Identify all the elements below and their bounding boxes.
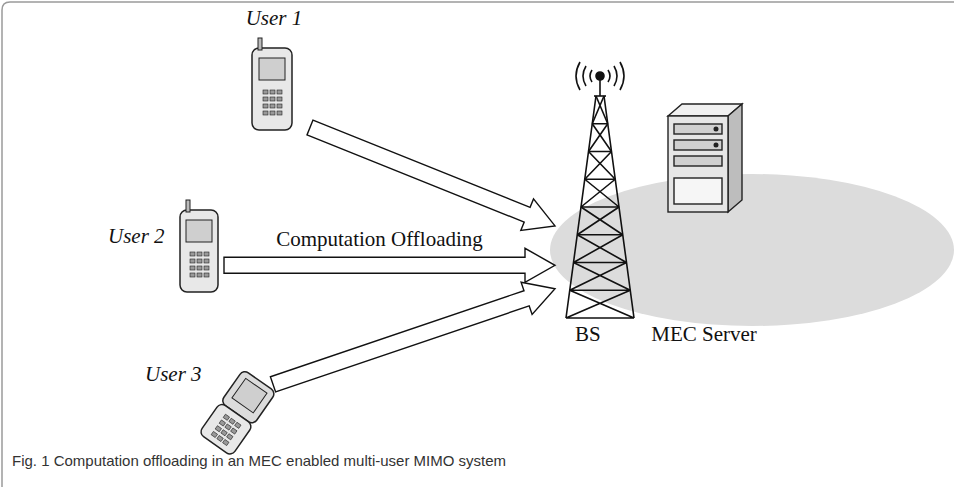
phone-icon <box>199 369 277 456</box>
node-label: User 2 <box>108 224 165 248</box>
phone-icon <box>252 38 292 130</box>
node-label: MEC Server <box>651 322 757 346</box>
base-station-node: BS <box>555 58 645 350</box>
offload-arrow <box>307 120 555 230</box>
server-node: MEC Server <box>648 96 760 350</box>
node-label: User 3 <box>145 362 202 386</box>
node-label: User 1 <box>246 6 303 30</box>
user-node: User 3 <box>145 362 273 448</box>
mec-server <box>668 104 742 212</box>
user-node: User 2 <box>108 198 224 294</box>
bs-tower <box>566 62 634 318</box>
edge-region <box>550 174 954 326</box>
arrow-label: Computation Offloading <box>273 227 486 251</box>
phone-icon <box>180 200 218 292</box>
figure-caption: Fig. 1 Computation offloading in an MEC … <box>12 452 506 469</box>
offload-arrow <box>224 248 555 282</box>
offload-arrow <box>270 282 555 392</box>
user-node: User 1 <box>238 4 310 130</box>
node-label: BS <box>575 322 601 346</box>
